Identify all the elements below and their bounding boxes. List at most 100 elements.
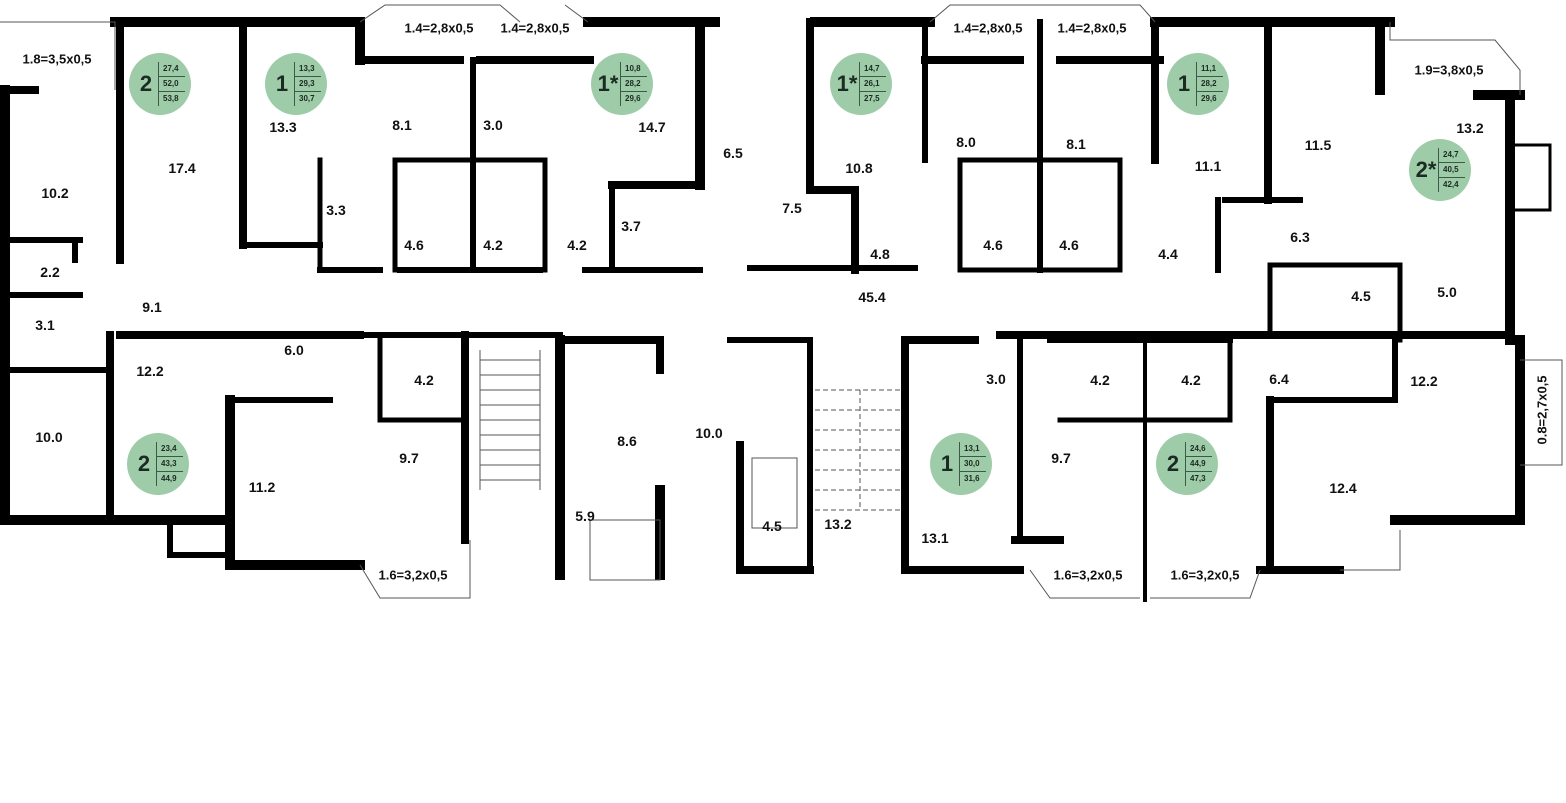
room-area-label: 11.1	[1194, 158, 1222, 174]
room-area-label: 4.2	[1090, 372, 1110, 388]
apartment-area-value: 24,7	[1439, 148, 1465, 163]
apartment-area-value: 29,6	[1201, 94, 1217, 103]
room-area-label: 9.7	[1051, 450, 1071, 466]
apartment-area-value: 27,4	[159, 62, 185, 77]
room-area-label: 3.0	[483, 117, 503, 133]
apartment-area-value: 42,4	[1443, 180, 1459, 189]
room-area-label: 10.0	[35, 429, 63, 445]
apartment-room-count: 1*	[836, 71, 858, 96]
room-area-label: 4.5	[762, 518, 782, 534]
room-area-label: 13.2	[1456, 120, 1484, 136]
room-area-label: 12.2	[136, 363, 164, 379]
staircase-left	[479, 350, 541, 490]
room-area-label: 5.9	[575, 508, 595, 524]
apartment-area-value: 29,3	[295, 77, 321, 92]
room-area-label: 9.1	[142, 299, 162, 315]
balcony-outline	[1029, 569, 1261, 599]
apartment-area-value: 53,8	[163, 94, 179, 103]
apartment-room-count: 2	[1166, 451, 1180, 476]
room-area-label: 8.6	[617, 433, 637, 449]
apartment-area-value: 31,6	[964, 474, 980, 483]
balcony-outline	[929, 4, 1156, 23]
room-area-label: 3.7	[621, 218, 641, 234]
room-area-label: 3.3	[326, 202, 346, 218]
apartment-area-value: 27,5	[864, 94, 880, 103]
apartment-area-value: 14,7	[860, 62, 886, 77]
staircase-right	[815, 389, 900, 511]
room-area-label: 8.1	[1066, 136, 1086, 152]
room-area-label: 17.4	[168, 160, 196, 176]
apartment-room-count: 1	[1177, 71, 1191, 96]
apartment-area-value: 13,1	[960, 442, 986, 457]
room-area-label: 3.1	[35, 317, 55, 333]
apartment-room-count: 2	[139, 71, 153, 96]
apartment-area-value: 52,0	[159, 77, 185, 92]
room-area-label: 8.0	[956, 134, 976, 150]
apartment-area-value: 11,1	[1197, 62, 1223, 77]
balcony-area-label: 1.6=3,2x0,5	[1170, 567, 1240, 583]
balcony-outline	[359, 540, 471, 599]
room-area-label: 10.8	[845, 160, 873, 176]
apartment-room-count: 2	[137, 451, 151, 476]
balcony-outline	[1340, 530, 1401, 571]
apartment-area-value: 44,9	[1186, 457, 1212, 472]
room-area-label: 6.4	[1269, 371, 1289, 387]
apartment-area-value: 29,6	[625, 94, 641, 103]
balcony-outline	[1520, 359, 1563, 466]
apartment-area-value: 47,3	[1190, 474, 1206, 483]
room-area-label: 12.2	[1410, 373, 1438, 389]
room-area-label: 8.1	[392, 117, 412, 133]
balcony-outline	[1389, 22, 1521, 95]
apartment-area-value: 28,2	[1197, 77, 1223, 92]
room-area-label: 13.3	[269, 119, 297, 135]
balcony-area-label: 1.4=2,8x0,5	[953, 20, 1023, 36]
balcony-area-label: 1.9=3,8x0,5	[1414, 62, 1484, 78]
balcony-outline	[564, 4, 589, 23]
room-area-label: 2.2	[40, 264, 60, 280]
room-area-label: 6.0	[284, 342, 304, 358]
room-area-label: 4.8	[870, 246, 890, 262]
apartment-area-value: 43,3	[157, 457, 183, 472]
balcony-outline	[0, 21, 116, 90]
apartment-area-value: 30,7	[299, 94, 315, 103]
balcony-area-label: 1.8=3,5x0,5	[22, 51, 92, 67]
room-area-label: 9.7	[399, 450, 419, 466]
room-area-label: 10.0	[695, 425, 723, 441]
room-area-label: 6.3	[1290, 229, 1310, 245]
apartment-room-count: 1*	[597, 71, 619, 96]
room-area-label: 13.2	[824, 516, 852, 532]
room-area-label: 4.6	[1059, 237, 1079, 253]
vestibule	[589, 519, 661, 581]
apartment-room-count: 2*	[1415, 157, 1437, 182]
apartment-area-value: 26,1	[860, 77, 886, 92]
room-area-label: 5.0	[1437, 284, 1457, 300]
apartment-area-value: 40,5	[1439, 163, 1465, 178]
apartment-area-value: 30,0	[960, 457, 986, 472]
elevator	[751, 457, 798, 529]
apartment-area-value: 10,8	[621, 62, 647, 77]
balcony-area-label: 1.4=2,8x0,5	[500, 20, 570, 36]
room-area-label: 4.2	[414, 372, 434, 388]
balcony-outline	[359, 4, 521, 23]
balcony-area-label: 1.6=3,2x0,5	[1053, 567, 1123, 583]
room-area-label: 4.2	[567, 237, 587, 253]
balcony-area-label: 1.4=2,8x0,5	[1057, 20, 1127, 36]
